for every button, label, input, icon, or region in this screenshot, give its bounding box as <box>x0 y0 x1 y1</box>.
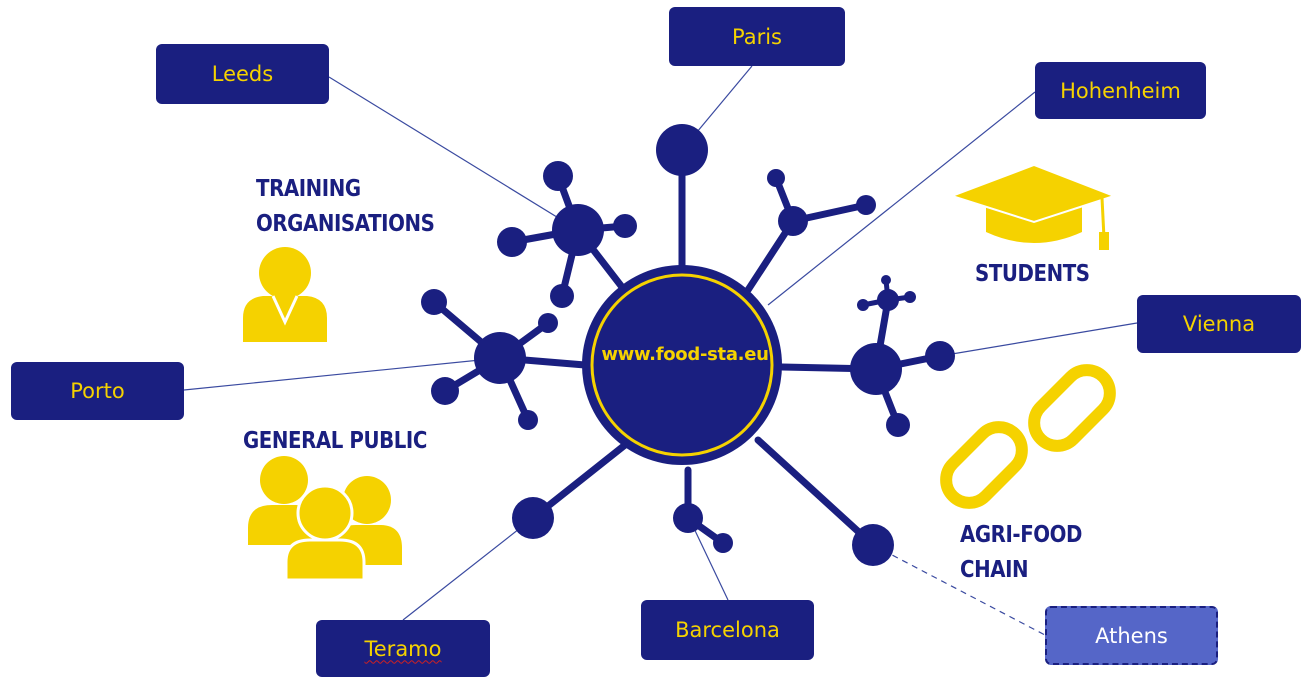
category-general-public: GENERAL PUBLIC <box>243 424 427 459</box>
node <box>538 313 558 333</box>
connector-barcelona <box>689 519 729 601</box>
category-agri-food-chain: AGRI-FOOD CHAIN <box>960 518 1082 588</box>
city-porto: Porto <box>11 362 184 420</box>
hub-circle <box>582 265 782 465</box>
connector-hohenheim <box>767 91 1036 306</box>
category-agrifood-line2: CHAIN <box>960 557 1029 583</box>
node <box>543 161 573 191</box>
node <box>904 291 916 303</box>
node <box>925 341 955 371</box>
city-paris: Paris <box>669 7 845 66</box>
category-students: STUDENTS <box>975 257 1090 292</box>
network-nodes <box>421 124 955 566</box>
connector-teramo <box>402 517 534 621</box>
node <box>613 214 637 238</box>
node <box>552 204 604 256</box>
node <box>852 524 894 566</box>
city-hohenheim: Hohenheim <box>1035 62 1206 119</box>
node <box>431 377 459 405</box>
city-leeds: Leeds <box>156 44 329 104</box>
city-teramo: Teramo <box>316 620 490 677</box>
city-barcelona: Barcelona <box>641 600 814 660</box>
category-training-line1: TRAINING <box>256 176 361 202</box>
website-label: www.food-sta.eu <box>601 344 769 365</box>
node <box>656 124 708 176</box>
category-general-public-label: GENERAL PUBLIC <box>243 428 427 454</box>
people-group-icon <box>248 456 402 582</box>
node <box>713 533 733 553</box>
node <box>550 284 574 308</box>
connector-vienna <box>939 322 1138 357</box>
node <box>421 289 447 315</box>
node <box>850 343 902 395</box>
node <box>474 332 526 384</box>
chain-link-icon <box>940 364 1116 509</box>
graduation-cap-icon <box>948 163 1117 250</box>
node <box>857 299 869 311</box>
node <box>778 206 808 236</box>
person-icon <box>243 247 327 342</box>
node <box>877 289 899 311</box>
connector-porto <box>183 357 501 391</box>
node <box>886 413 910 437</box>
node <box>673 503 703 533</box>
city-vienna: Vienna <box>1137 295 1301 353</box>
node <box>512 497 554 539</box>
node <box>767 169 785 187</box>
category-training-organisations: TRAINING ORGANISATIONS <box>256 172 435 242</box>
node <box>497 227 527 257</box>
category-agrifood-line1: AGRI-FOOD <box>960 522 1083 548</box>
city-athens: Athens <box>1045 606 1218 665</box>
hub-ring <box>590 273 774 457</box>
node <box>856 195 876 215</box>
node <box>881 275 891 285</box>
connector-leeds <box>328 76 579 231</box>
category-students-label: STUDENTS <box>975 261 1090 287</box>
category-training-line2: ORGANISATIONS <box>256 211 435 237</box>
node <box>518 410 538 430</box>
connector-lines <box>183 65 1138 636</box>
